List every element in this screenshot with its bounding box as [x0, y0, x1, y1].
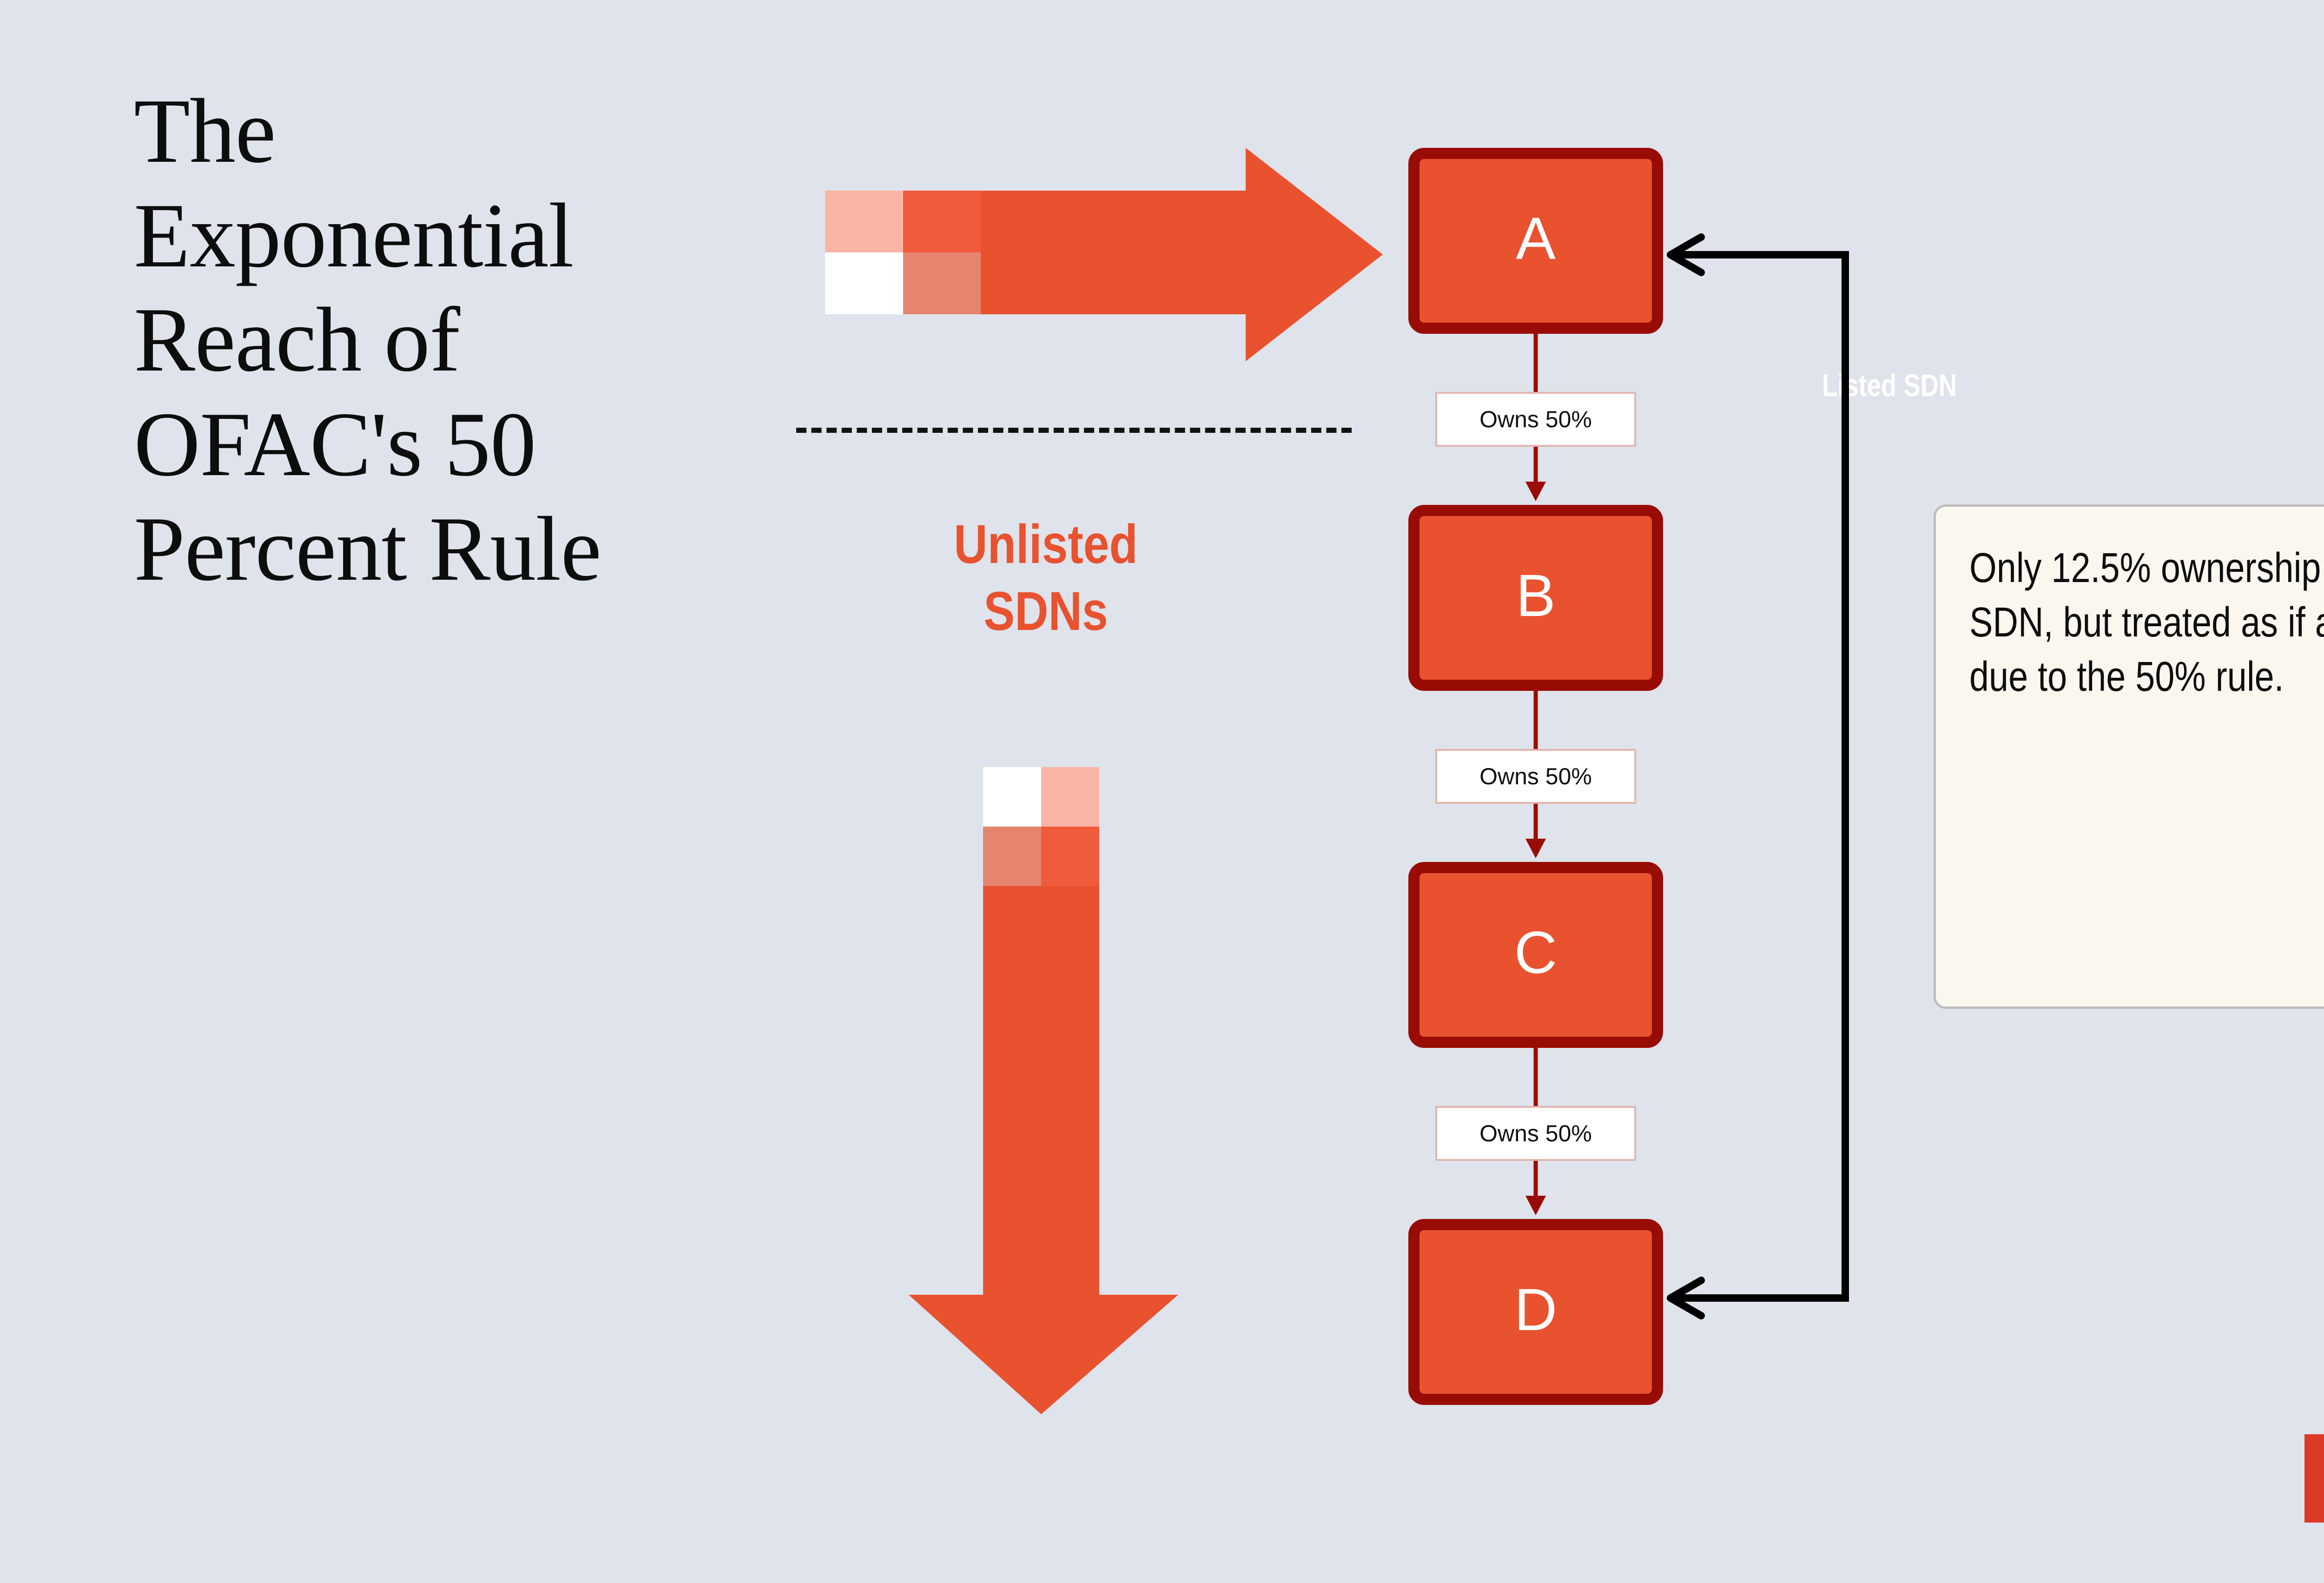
- connector-a-b: Owns 50%: [1408, 334, 1663, 505]
- listed-arrow-svg: [825, 148, 1383, 361]
- tail-block-bottom-left: [825, 252, 903, 314]
- connector-b-c: Owns 50%: [1408, 691, 1663, 862]
- tail-block-bottom-right: [903, 252, 981, 314]
- owns-label-box-c-d: Owns 50%: [1435, 1106, 1636, 1161]
- bracket-svg: [1667, 233, 1849, 1319]
- unlisted-sdn-arrow: [909, 767, 1262, 1418]
- down-arrow-svg: [909, 767, 1178, 1414]
- tail-block-top-right: [1041, 767, 1099, 827]
- page-title: The Exponential Reach of OFAC's 50 Perce…: [134, 80, 601, 600]
- tail-block-top-left: [983, 767, 1041, 827]
- bracket-arrowhead-bottom: [1667, 1277, 1705, 1319]
- owns-label-text: Owns 50%: [1479, 406, 1592, 432]
- entity-node-a-label: A: [1516, 205, 1556, 272]
- callout-box: Only 12.5% ownership stake from listed S…: [1934, 504, 2324, 1009]
- tail-block-bottom-left: [983, 827, 1041, 886]
- connector-a-b-line: [1525, 334, 1546, 501]
- entity-node-d[interactable]: D: [1408, 1219, 1663, 1405]
- callout-text: Only 12.5% ownership stake from listed S…: [1969, 545, 2324, 700]
- connector-b-c-line: [1525, 691, 1546, 858]
- listed-sdn-arrow: Listed SDN: [825, 144, 1957, 403]
- owns-label-box-a-b: Owns 50%: [1435, 392, 1636, 447]
- entity-node-b-label: B: [1516, 563, 1556, 629]
- entity-node-b[interactable]: B: [1408, 505, 1663, 691]
- tail-block-bottom-right: [1041, 827, 1099, 886]
- owns-label-text: Owns 50%: [1479, 1120, 1592, 1146]
- arrow-body: [981, 148, 1383, 361]
- unlisted-sdns-label: Unlisted SDNs: [954, 514, 1138, 642]
- ownership-bracket: [1655, 232, 1859, 1320]
- owns-label-text: Owns 50%: [1479, 763, 1592, 789]
- bracket-arrowhead-top: [1667, 233, 1705, 276]
- entity-node-c[interactable]: C: [1408, 862, 1663, 1048]
- connector-c-d: Owns 50%: [1408, 1048, 1663, 1219]
- entity-node-a[interactable]: A: [1408, 148, 1663, 334]
- section-divider: [796, 428, 1352, 433]
- entity-node-d-label: D: [1514, 1277, 1558, 1343]
- ownership-chain: A Owns 50% B Owns 50%: [1408, 148, 1669, 1405]
- arrow-body: [909, 886, 1178, 1414]
- connector-c-d-line: [1525, 1048, 1546, 1215]
- tail-block-top-right: [903, 191, 981, 252]
- tail-block-top-left: [825, 191, 903, 252]
- owns-label-box-b-c: Owns 50%: [1435, 749, 1636, 804]
- entity-node-c-label: C: [1514, 920, 1558, 986]
- wirescreen-logo[interactable]: wire screen: [2304, 1434, 2324, 1523]
